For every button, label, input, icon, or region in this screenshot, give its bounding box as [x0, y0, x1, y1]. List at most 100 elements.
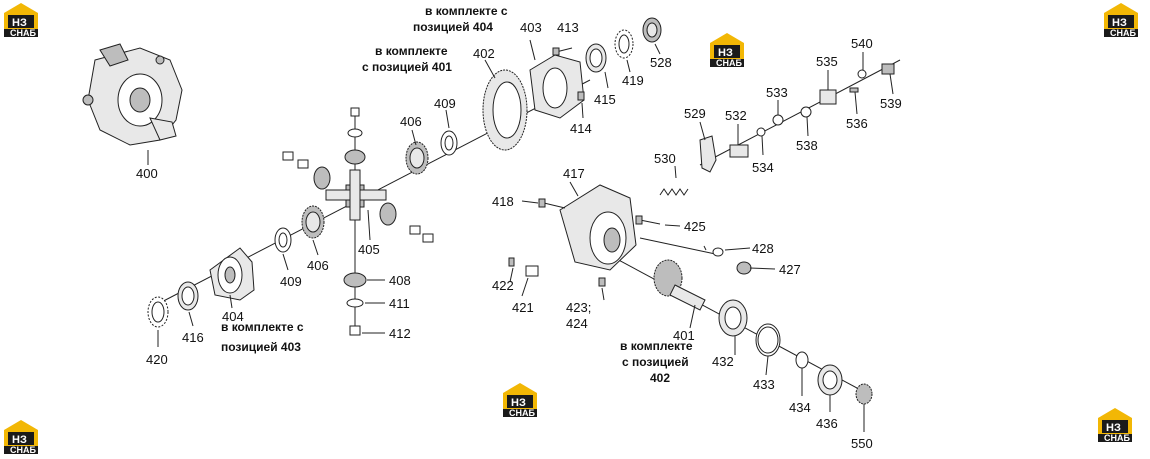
part-420-nut [147, 296, 169, 328]
callout-420: 420 [146, 352, 168, 367]
callout-416: 416 [182, 330, 204, 345]
callout-423: 423; [566, 300, 591, 315]
note-402-line1: в комплекте [620, 339, 693, 353]
part-538-ring [800, 106, 812, 118]
part-433-ring [755, 323, 781, 357]
part-536-pin [849, 87, 859, 93]
brand-logo-watermark: НЗ СНАБ [4, 3, 38, 38]
callout-534: 534 [752, 160, 774, 175]
callout-540: 540 [851, 36, 873, 51]
callout-528: 528 [650, 55, 672, 70]
callout-402: 402 [473, 46, 495, 61]
note-402-line3: 402 [650, 371, 670, 385]
svg-text:НЗ: НЗ [1112, 17, 1127, 29]
callout-424: 424 [566, 316, 588, 331]
callout-427: 427 [779, 262, 801, 277]
svg-text:НЗ: НЗ [12, 17, 27, 29]
part-413-bolt [552, 47, 573, 56]
part-535-sensor [819, 89, 837, 105]
part-401-pinion-shaft [653, 259, 706, 311]
part-529-fork [699, 135, 717, 173]
part-528-bearing [642, 17, 662, 43]
svg-text:СНАБ: СНАБ [716, 58, 742, 68]
part-pinion-gears [282, 149, 434, 243]
part-408-pinion-gear [343, 272, 367, 288]
callout-422: 422 [492, 278, 514, 293]
svg-text:СНАБ: СНАБ [10, 445, 36, 455]
callout-538: 538 [796, 138, 818, 153]
part-405-spider [325, 169, 387, 221]
kit-notes: в комплекте с позицией 404 в комплекте с… [221, 4, 693, 385]
part-530-spring [659, 188, 689, 196]
callout-432: 432 [712, 354, 734, 369]
part-533-ring [772, 114, 784, 126]
callout-535: 535 [816, 54, 838, 69]
callout-404: 404 [222, 309, 244, 324]
callout-421: 421 [512, 300, 534, 315]
svg-text:НЗ: НЗ [511, 397, 526, 409]
part-423-424-bolt [598, 277, 606, 287]
callout-428: 428 [752, 241, 774, 256]
part-top-washers [347, 107, 363, 138]
brand-logos: НЗ СНАБ НЗ СНАБ НЗ СНАБ НЗ СНАБ [4, 3, 1138, 455]
part-403-housing-half [529, 54, 585, 119]
callout-425: 425 [684, 219, 706, 234]
part-409-washer-right [440, 130, 458, 156]
part-416-bearing [177, 281, 199, 311]
brand-logo-watermark: НЗ СНАБ [710, 33, 744, 68]
note-403-line1: в комплекте с [221, 320, 304, 334]
part-400-differential-assembly [82, 43, 183, 165]
part-422-bolt [508, 257, 515, 267]
part-411-washer [346, 298, 364, 308]
part-421-bracket [525, 265, 539, 277]
part-419-nut [614, 29, 634, 59]
callout-529: 529 [684, 106, 706, 121]
callout-539: 539 [880, 96, 902, 111]
callout-436: 436 [816, 416, 838, 431]
part-406-side-gear-right [405, 141, 429, 175]
callout-434: 434 [789, 400, 811, 415]
svg-text:НЗ: НЗ [718, 47, 733, 59]
callout-409b: 409 [434, 96, 456, 111]
callout-550: 550 [851, 436, 873, 451]
note-404-line1: в комплекте с [425, 4, 508, 18]
part-534-ring [756, 127, 766, 137]
part-412-pin [349, 325, 361, 336]
part-550-nut [855, 383, 873, 405]
callout-406a: 406 [307, 258, 329, 273]
callout-433: 433 [753, 377, 775, 392]
part-418-bolt [538, 198, 566, 209]
callout-419: 419 [622, 73, 644, 88]
svg-text:СНАБ: СНАБ [1104, 433, 1130, 443]
part-434-washer [795, 351, 809, 369]
svg-text:СНАБ: СНАБ [10, 28, 36, 38]
note-404-line2: позицией 404 [413, 20, 493, 34]
part-432-bearing [718, 299, 748, 337]
callout-530: 530 [654, 151, 676, 166]
part-539-switch [881, 63, 895, 75]
note-402-line2: с позицией [622, 355, 689, 369]
callout-401: 401 [673, 328, 695, 343]
part-409-washer-left [274, 227, 292, 253]
brand-logo-watermark: НЗ СНАБ [503, 383, 537, 418]
callout-408: 408 [389, 273, 411, 288]
note-401-line2: с позицией 401 [362, 60, 452, 74]
callout-412: 412 [389, 326, 411, 341]
note-403-line2: позицией 403 [221, 340, 301, 354]
leader-lines [157, 39, 894, 432]
part-406-side-gear-left [301, 205, 325, 239]
note-401-line1: в комплекте [375, 44, 448, 58]
part-415-bearing [585, 43, 607, 73]
callout-418: 418 [492, 194, 514, 209]
part-414-bolt [577, 91, 585, 101]
part-540-ring [857, 69, 867, 79]
callout-411: 411 [389, 296, 410, 311]
callout-400: 400 [136, 166, 158, 181]
part-427-plug [736, 261, 752, 275]
callout-532: 532 [725, 108, 747, 123]
part-428-oring [712, 247, 724, 257]
svg-text:СНАБ: СНАБ [509, 408, 535, 418]
callout-406b: 406 [400, 114, 422, 129]
brand-logo-watermark: НЗ СНАБ [1098, 408, 1132, 443]
